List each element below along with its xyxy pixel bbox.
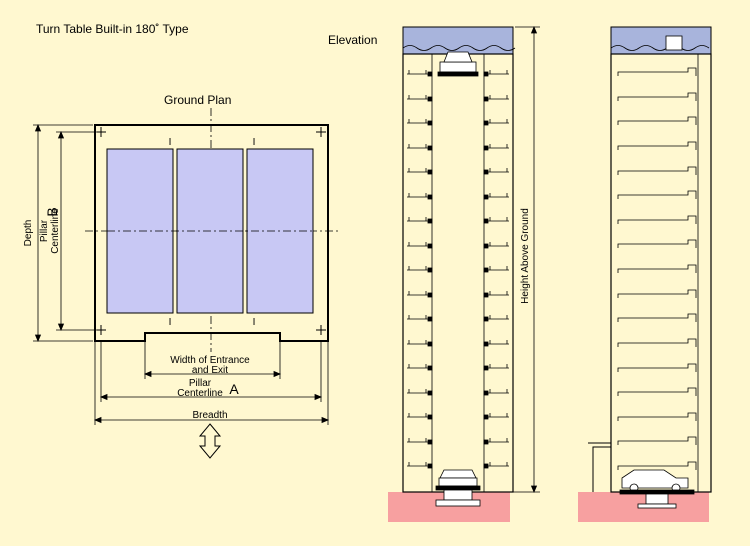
- car-side-icon: [619, 469, 695, 509]
- plan-outer-wall: [94, 124, 329, 342]
- pillar-centerline-b-label: Centerline: [50, 208, 61, 254]
- front-level-slab: [407, 193, 509, 200]
- car-bottom-icon: [435, 469, 481, 507]
- pillar-mark: I: [169, 317, 172, 328]
- front-level-slab: [407, 438, 509, 445]
- car-top-icon: [437, 51, 479, 77]
- side-level-slab: [617, 363, 697, 372]
- side-elevation: [578, 26, 712, 522]
- pillar-centerline-b-label: Pillar: [39, 219, 50, 242]
- front-level-slab: [407, 144, 509, 151]
- front-level-slab: [407, 242, 509, 249]
- ground-plan-heading: Ground Plan: [164, 93, 231, 107]
- front-level-slab: [407, 462, 509, 469]
- ground-plan: [85, 108, 340, 352]
- roof-side: [610, 26, 712, 55]
- side-level-slab: [617, 289, 697, 298]
- height-dimension: [512, 25, 540, 494]
- side-level-slab: [617, 141, 697, 150]
- side-level-slab: [617, 313, 697, 322]
- letter-b: B: [44, 207, 60, 216]
- side-level-slab: [617, 412, 697, 421]
- pillar-centerline-a-dimension: [99, 341, 323, 402]
- pillar-mark: I: [253, 137, 256, 148]
- front-level-slab: [407, 364, 509, 371]
- side-level-slab: [617, 239, 697, 248]
- front-level-slab: [407, 315, 509, 322]
- side-level-slab: [617, 436, 697, 445]
- pillar-centerline-a-label: Centerline: [177, 388, 223, 399]
- pillar-centerline-a-label: Pillar: [189, 378, 212, 389]
- side-level-slab: [617, 67, 697, 76]
- plan-corner-markers: [97, 127, 326, 335]
- side-level-slab: [617, 264, 697, 273]
- side-level-slab: [617, 215, 697, 224]
- vent-icon: [665, 35, 683, 51]
- front-levels: [407, 70, 509, 469]
- entrance-canopy: [588, 442, 612, 492]
- front-level-slab: [407, 95, 509, 102]
- front-elevation: [388, 26, 516, 522]
- letter-a: A: [229, 381, 239, 397]
- side-levels: [617, 67, 697, 470]
- entrance-width-label: and Exit: [192, 365, 228, 376]
- front-level-slab: [407, 70, 509, 77]
- front-level-slab: [407, 266, 509, 273]
- side-level-slab: [617, 461, 697, 470]
- entrance-width-label: Width of Entrance: [170, 355, 250, 366]
- front-level-slab: [407, 413, 509, 420]
- elevation-heading: Elevation: [328, 33, 377, 47]
- side-level-slab: [617, 338, 697, 347]
- front-level-slab: [407, 389, 509, 396]
- drawing-title: Turn Table Built-in 180˚ Type: [36, 22, 189, 36]
- side-level-slab: [617, 387, 697, 396]
- side-level-slab: [617, 92, 697, 101]
- roof-front: [402, 26, 514, 55]
- front-level-slab: [407, 168, 509, 175]
- front-level-slab: [407, 291, 509, 298]
- side-level-slab: [617, 166, 697, 175]
- side-level-slab: [617, 116, 697, 125]
- height-label: Height Above Ground: [520, 208, 531, 304]
- pillar-mark: I: [253, 317, 256, 328]
- depth-dimension: [33, 123, 93, 343]
- pillar-mark: I: [169, 137, 172, 148]
- depth-label: Depth: [23, 220, 34, 247]
- front-level-slab: [407, 340, 509, 347]
- side-level-slab: [617, 190, 697, 199]
- entrance-direction-arrow-icon: [198, 423, 222, 459]
- pillar-centerline-b-dimension: [56, 130, 99, 332]
- breadth-dimension: [93, 341, 330, 425]
- tower-front-outline: [402, 53, 514, 493]
- breadth-label: Breadth: [192, 410, 227, 421]
- front-level-slab: [407, 119, 509, 126]
- entrance-width-dimension: [143, 341, 282, 379]
- front-level-slab: [407, 217, 509, 224]
